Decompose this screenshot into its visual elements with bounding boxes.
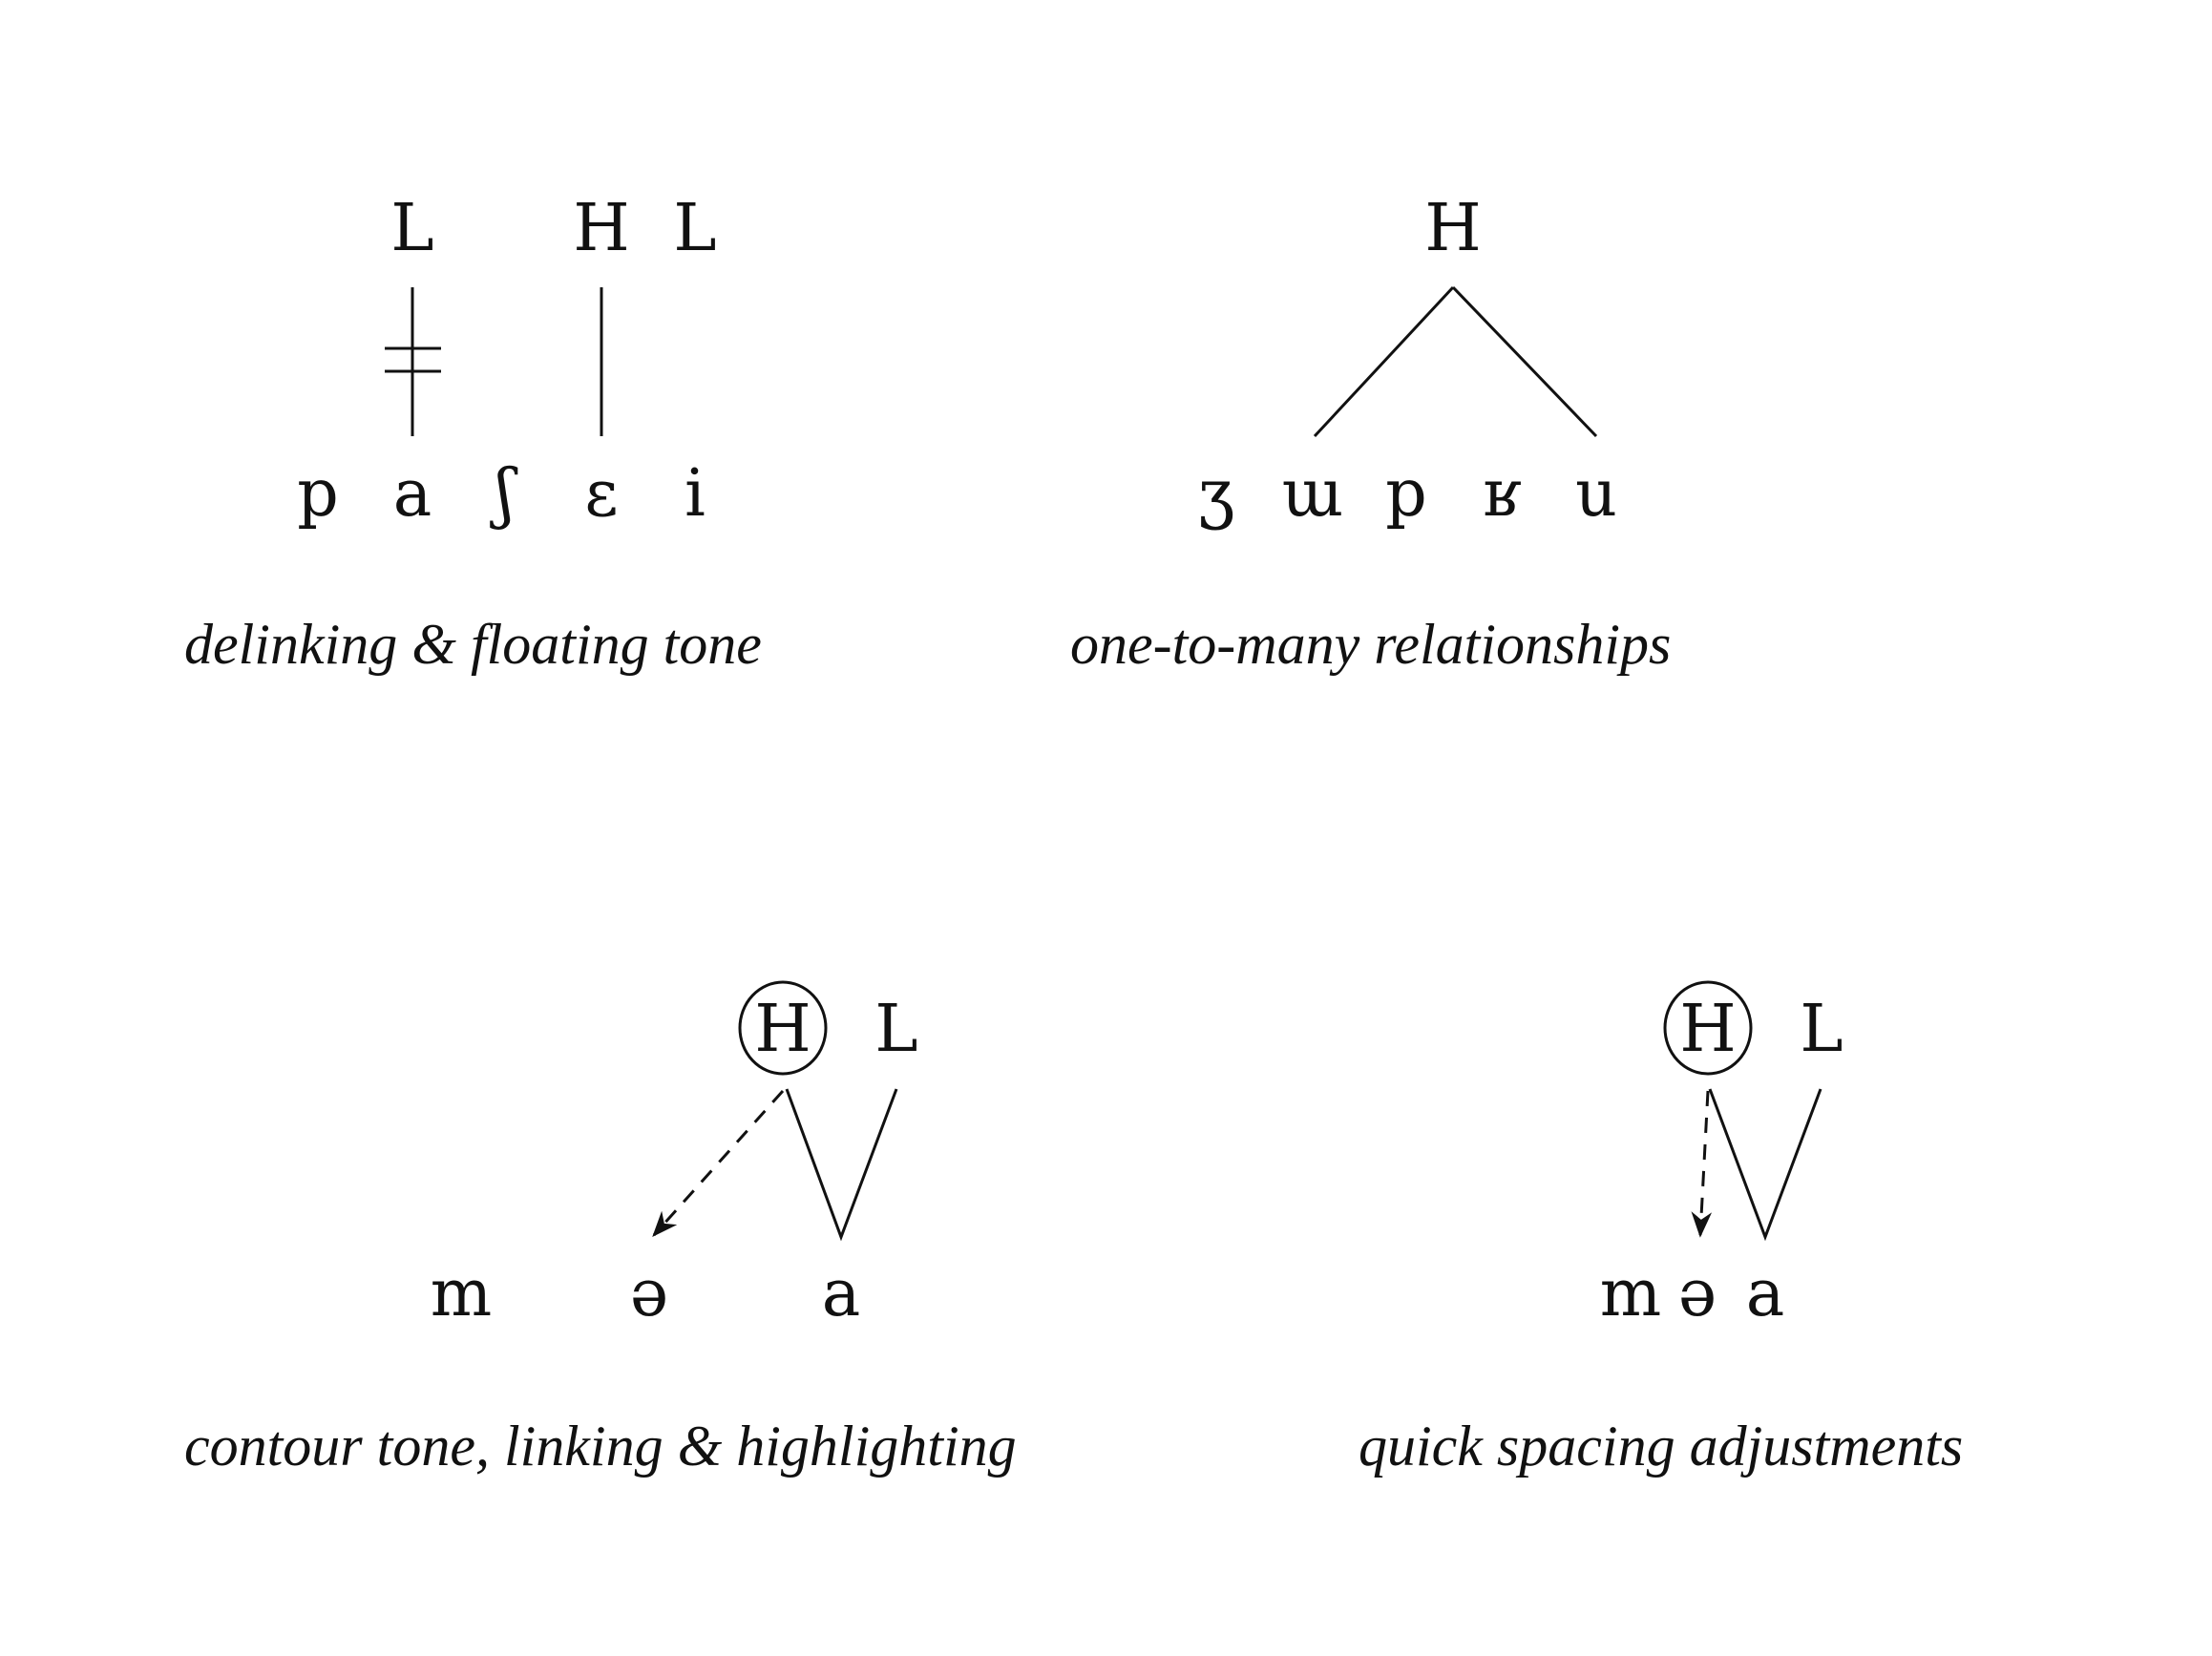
dashed-arrow (652, 1090, 785, 1238)
segment: ʁ (1483, 456, 1521, 532)
contour-lines (1708, 1088, 1822, 1242)
segment: ɛ (584, 456, 618, 532)
panel-contour-tone: H L m ə a contour tone, linking & highli… (184, 980, 1017, 1478)
segment: ɯ (1282, 456, 1343, 532)
highlight-circle (738, 980, 828, 1076)
segment: ʃ (490, 456, 518, 532)
tone-L: L (874, 992, 917, 1067)
dashed-arrow (1691, 1090, 1713, 1238)
segment: u (1575, 456, 1617, 532)
segment: m (1600, 1256, 1661, 1331)
segment: a (1746, 1256, 1785, 1331)
segment: p (297, 456, 339, 532)
tone-L: L (1800, 992, 1843, 1067)
panel-delinking: L H L p a ʃ ɛ i delinking & floating ton… (184, 191, 762, 676)
caption: delinking & floating tone (184, 613, 762, 676)
caption: contour tone, linking & highlighting (184, 1415, 1017, 1478)
segment: a (393, 456, 432, 532)
highlight-circle (1663, 980, 1753, 1076)
tone-H: H (573, 191, 629, 266)
caption: one-to-many relationships (1070, 613, 1671, 676)
panel-one-to-many: H ʒ ɯ p ʁ u one-to-many relationships (1070, 191, 1671, 676)
tone-H: H (1679, 992, 1736, 1067)
tone-H: H (1424, 191, 1481, 266)
segment: ə (1678, 1256, 1717, 1331)
segment: p (1385, 456, 1427, 532)
panel-spacing: H L m ə a quick spacing adjustments (1359, 980, 1963, 1478)
caption: quick spacing adjustments (1359, 1415, 1963, 1478)
segment: ə (630, 1256, 668, 1331)
segment: i (685, 456, 706, 532)
tone-L-floating: L (673, 191, 716, 266)
contour-lines (785, 1088, 898, 1242)
tone-H: H (754, 992, 811, 1067)
association-line (1313, 285, 1455, 438)
segment: m (431, 1256, 492, 1331)
segment: a (822, 1256, 861, 1331)
association-line (1451, 285, 1598, 438)
segment: ʒ (1198, 456, 1234, 532)
tone-L: L (390, 191, 433, 266)
